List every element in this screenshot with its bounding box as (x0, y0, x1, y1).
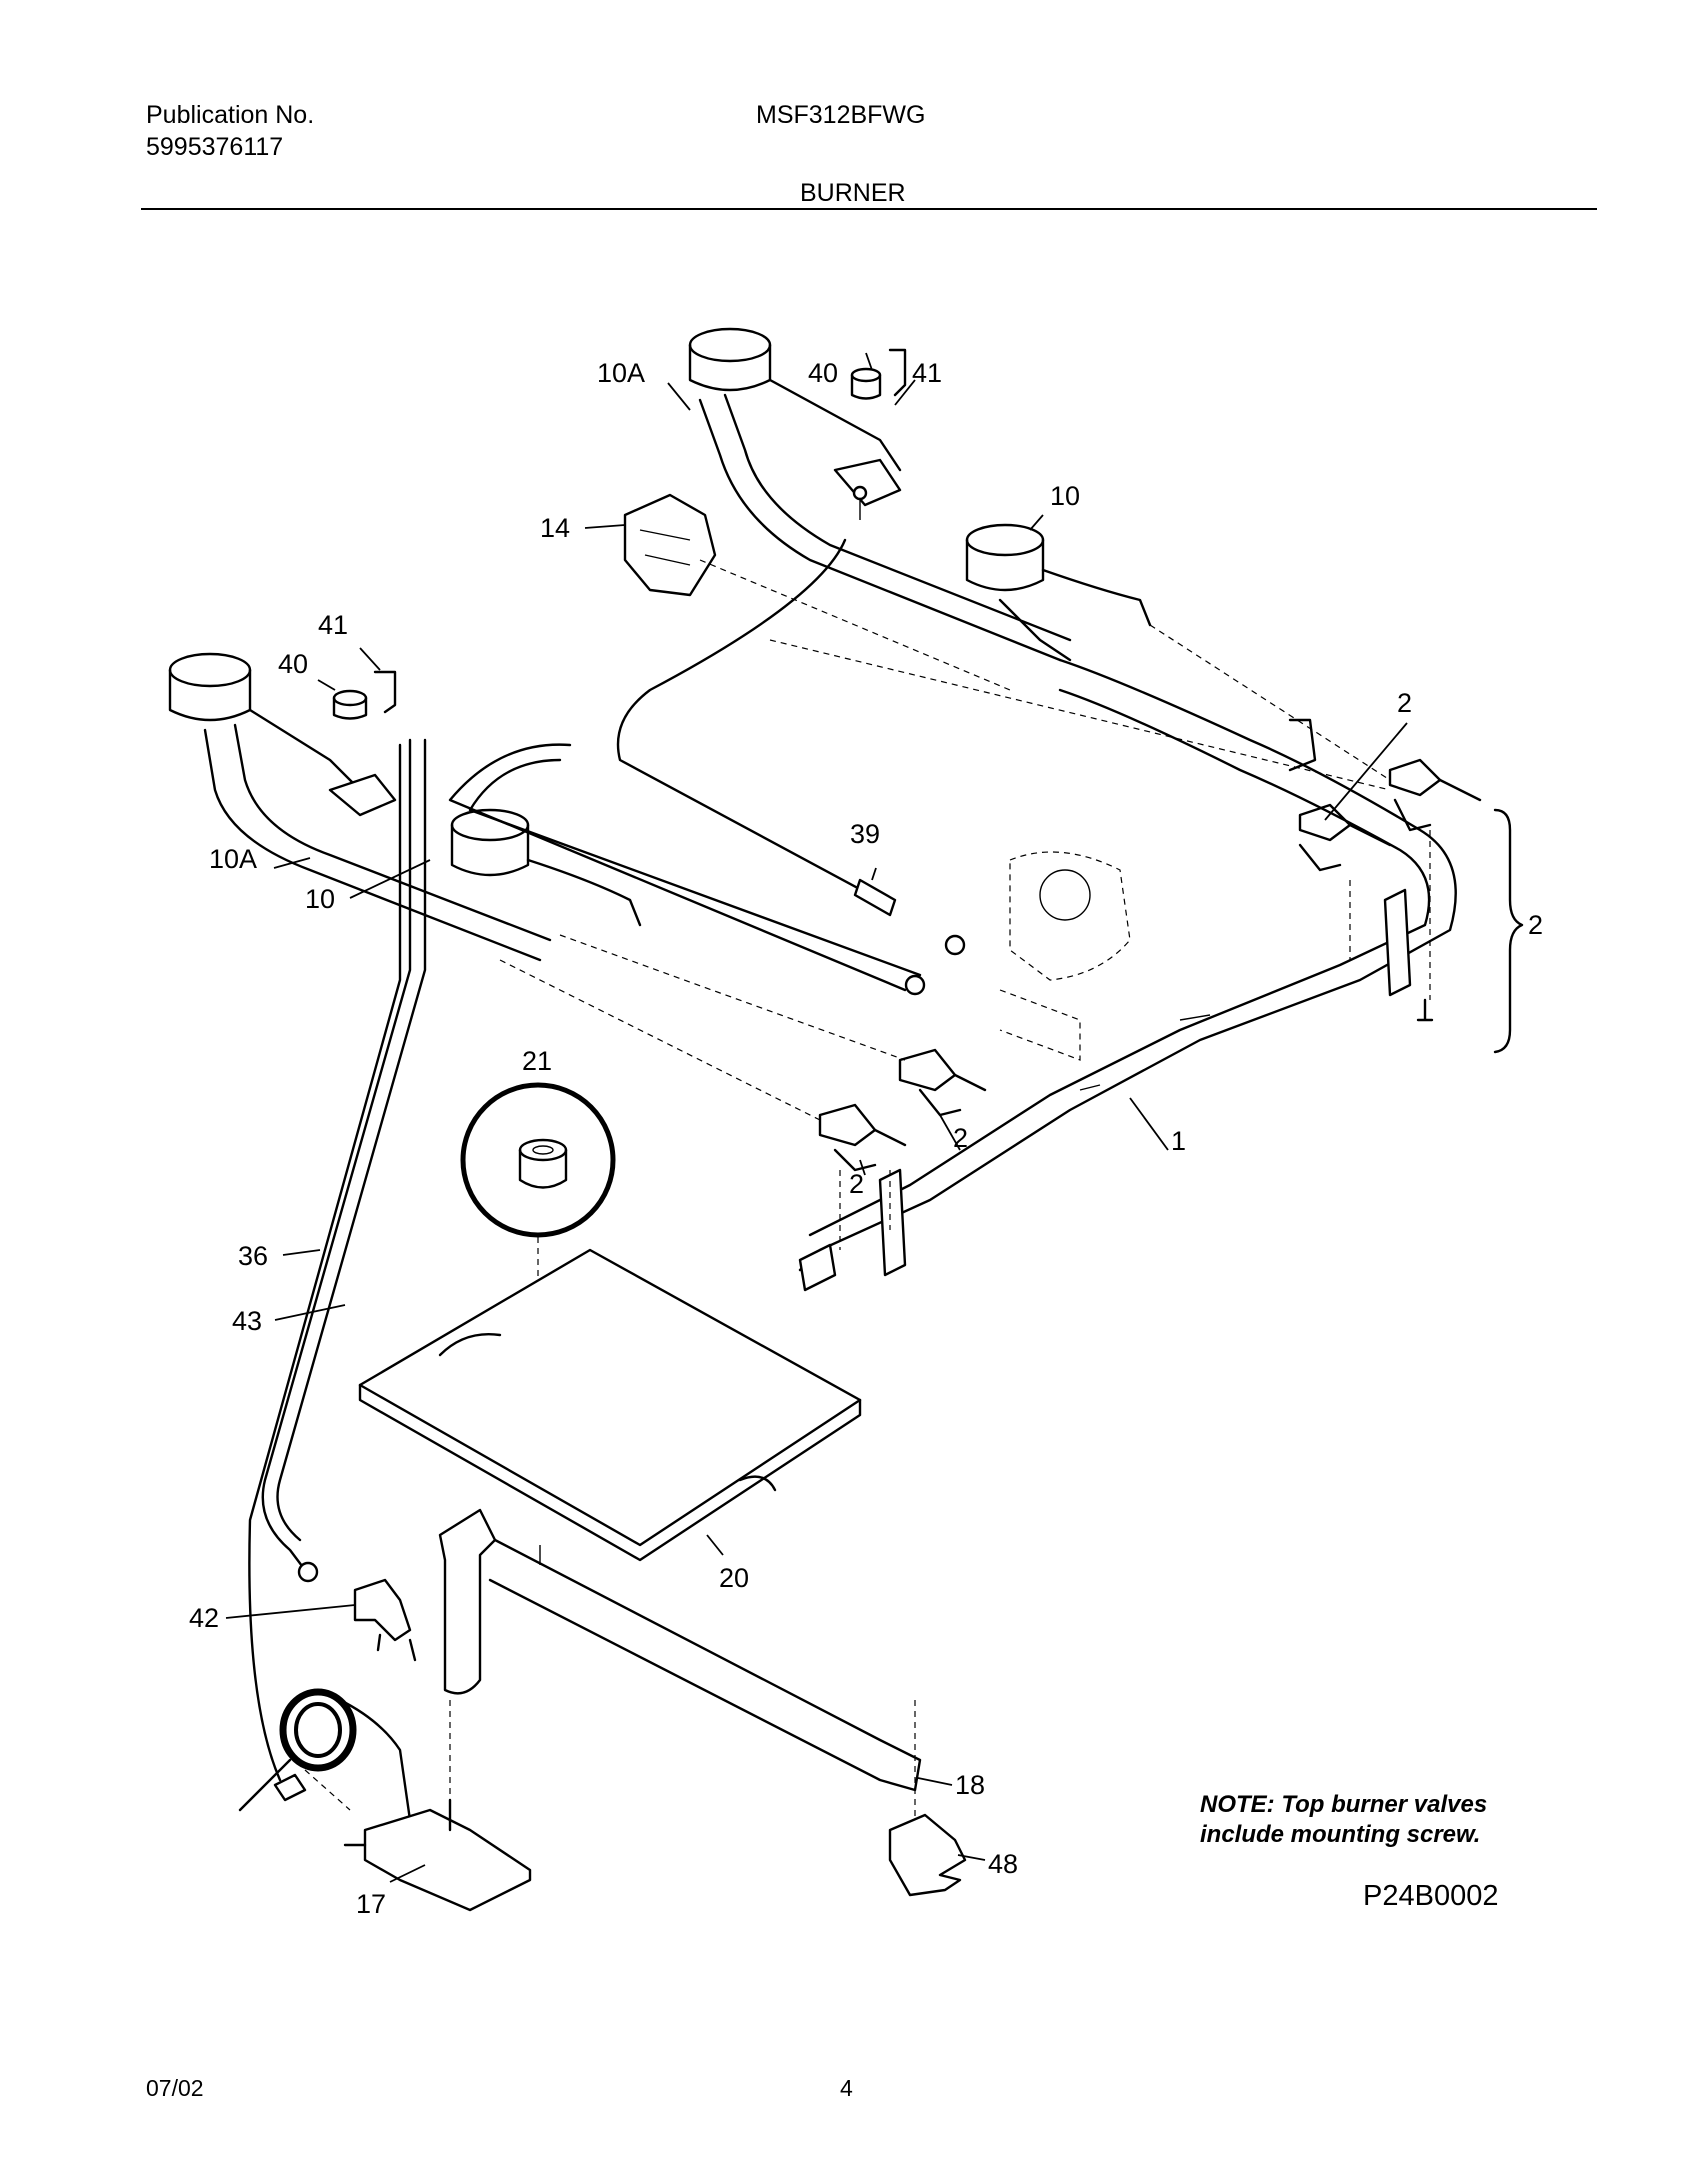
callout-1: 1 (1171, 1126, 1186, 1156)
oven-burner-tube-18 (438, 1508, 922, 1830)
publication-number: 5995376117 (146, 133, 284, 161)
screw-clip-top (850, 348, 907, 400)
callout-36: 36 (238, 1241, 268, 1271)
screw-clip-left (332, 670, 397, 720)
callout-2-brace: 2 (1528, 910, 1543, 940)
callout-42: 42 (189, 1603, 219, 1633)
callout-2-mid-b: 2 (849, 1169, 864, 1199)
callout-48: 48 (988, 1849, 1018, 1879)
callout-10-left: 10 (305, 884, 335, 914)
valve-right-b (1298, 803, 1392, 872)
callout-14: 14 (540, 513, 570, 543)
callout-17: 17 (356, 1889, 386, 1919)
note: NOTE: Top burner valves include mounting… (1200, 1790, 1487, 1850)
valve-group-brace (1493, 808, 1524, 1054)
diagram-code: P24B0002 (1363, 1880, 1499, 1912)
note-line-2: include mounting screw. (1200, 1821, 1481, 1848)
note-line-1: NOTE: Top burner valves (1200, 1791, 1488, 1818)
bracket-right (1288, 718, 1317, 772)
spark-module-14 (623, 493, 717, 597)
section-title: BURNER (800, 179, 906, 207)
callout-2-right: 2 (1397, 688, 1412, 718)
thermostat-17 (238, 1688, 532, 1912)
callout-10A-top: 10A (597, 358, 645, 388)
page-number: 4 (840, 2075, 853, 2101)
callout-40-left: 40 (278, 649, 308, 679)
header-rule (141, 208, 1597, 210)
callout-40-top: 40 (808, 358, 838, 388)
tubing (448, 538, 966, 996)
callout-2-mid-a: 2 (953, 1123, 968, 1153)
bracket-42 (353, 1578, 417, 1662)
callout-39: 39 (850, 819, 880, 849)
callout-41-top: 41 (912, 358, 942, 388)
callout-41-left: 41 (318, 610, 348, 640)
top-burner-assembly-front (168, 652, 642, 962)
footer-date: 07/02 (146, 2075, 204, 2101)
callout-20: 20 (719, 1563, 749, 1593)
pilot-tubing (248, 738, 427, 1782)
valve-right-a (1388, 758, 1482, 832)
baffle-plate-20 (358, 1248, 862, 1562)
callout-10A-left: 10A (209, 844, 257, 874)
valve-center-a (898, 1048, 987, 1117)
publication-label: Publication No. (146, 101, 315, 129)
manifold-pipe-1 (798, 658, 1457, 1292)
callout-18: 18 (955, 1770, 985, 1800)
valve-center-b (818, 1103, 907, 1172)
callout-21: 21 (522, 1046, 552, 1076)
burner-cap-detail-21 (460, 1082, 616, 1238)
model-number: MSF312BFWG (756, 101, 926, 129)
callout-43: 43 (232, 1306, 262, 1336)
mount-screw (1416, 998, 1434, 1022)
top-burner-assembly-rear (688, 327, 1152, 662)
callout-10-top: 10 (1050, 481, 1080, 511)
bracket-48 (888, 1813, 967, 1897)
oven-burner-outline (999, 851, 1131, 1061)
